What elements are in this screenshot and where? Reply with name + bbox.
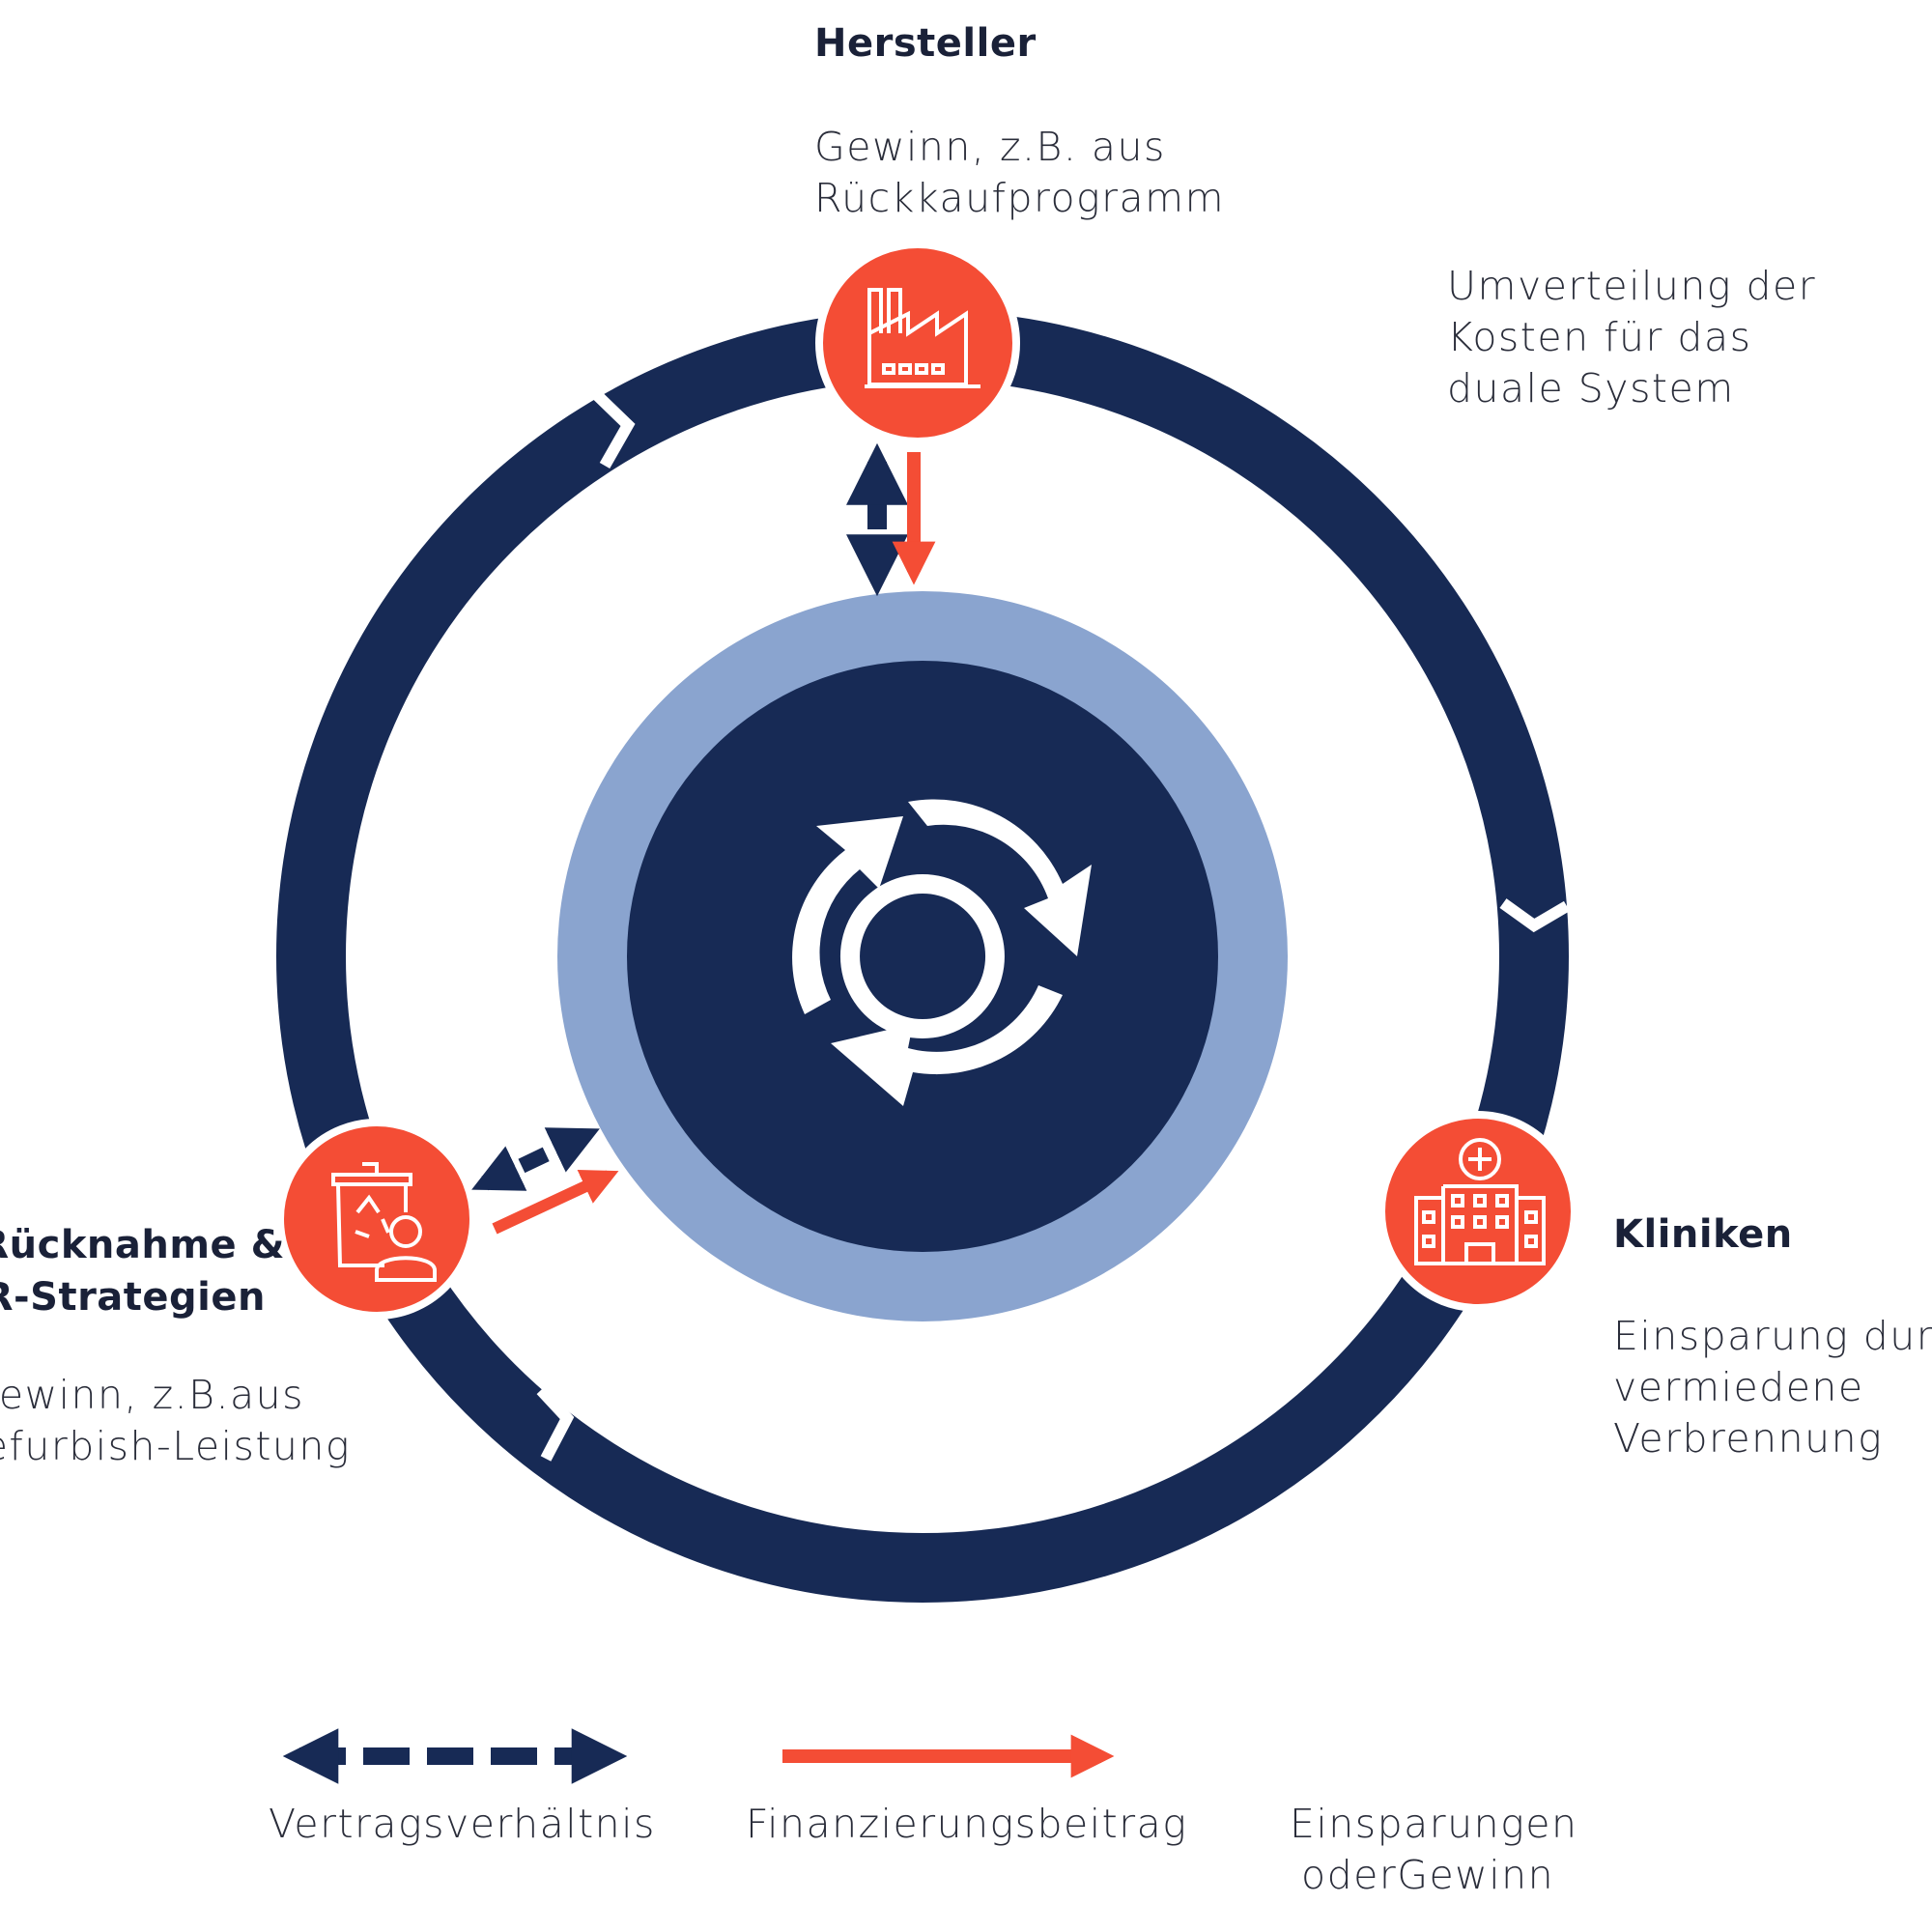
legend-financing-label: Finanzierungsbeitrag: [746, 1801, 1188, 1847]
kliniken-title: Kliniken: [1613, 1212, 1793, 1257]
legend-savings-line-1: Einsparungen: [1290, 1801, 1578, 1847]
ruecknahme-financing-arrow: [492, 1169, 619, 1235]
ruecknahme-title-line-1: Rücknahme &: [0, 1223, 285, 1267]
cycle-arrows-icon: [792, 799, 1092, 1106]
hersteller-line-1: Gewinn, z.B. aus: [814, 124, 1166, 170]
ruecknahme-title: Rücknahme &: [0, 1219, 285, 1271]
ruecknahme-line-1: Gewinn, z.B.aus: [0, 1372, 304, 1418]
cost-note-line-3: duale System: [1447, 365, 1735, 412]
factory-icon: [865, 288, 980, 388]
ruecknahme-line-2: Refurbish-Leistung: [0, 1423, 351, 1469]
legend-savings-line-2: oderGewinn: [1301, 1852, 1555, 1898]
ruecknahme-title-line-2: R-Strategien: [0, 1275, 266, 1320]
ruecknahme-title-2: R-Strategien: [0, 1271, 266, 1323]
ruecknahme-contract-arrow: [471, 1127, 600, 1191]
ruecknahme-description-1: Gewinn, z.B.aus: [0, 1370, 304, 1421]
hersteller-title: Hersteller: [814, 21, 1037, 66]
ruecknahme-node: [276, 1119, 477, 1320]
ring-gaps: [536, 389, 1571, 1462]
ruecknahme-description-2: Refurbish-Leistung: [0, 1421, 351, 1472]
recycling-bin-person-icon: [331, 1162, 437, 1282]
kliniken-line-1: Einsparung durch: [1613, 1313, 1932, 1359]
kliniken-line-2: vermiedene: [1613, 1364, 1864, 1410]
kliniken-line-3: Verbrennung: [1613, 1415, 1884, 1462]
hersteller-node: [815, 241, 1020, 445]
legend-savings-label: Einsparungen oderGewinn: [1290, 1799, 1577, 1901]
hersteller-line-2: Rückkaufprogramm: [814, 175, 1226, 221]
legend-contract-label: Vertragsverhältnis: [269, 1801, 656, 1847]
cost-note-line-2: Kosten für das: [1447, 314, 1752, 360]
center-disc: [627, 661, 1218, 1252]
kliniken-node: [1378, 1111, 1578, 1312]
kliniken-description: Einsparung durch vermiedene Verbrennung: [1613, 1311, 1932, 1464]
cost-note: Umverteilung der Kosten für das duale Sy…: [1447, 261, 1816, 414]
cost-note-line-1: Umverteilung der: [1447, 263, 1817, 309]
hersteller-description: Gewinn, z.B. aus Rückkaufprogramm: [814, 122, 1225, 224]
hospital-icon: [1414, 1138, 1546, 1265]
